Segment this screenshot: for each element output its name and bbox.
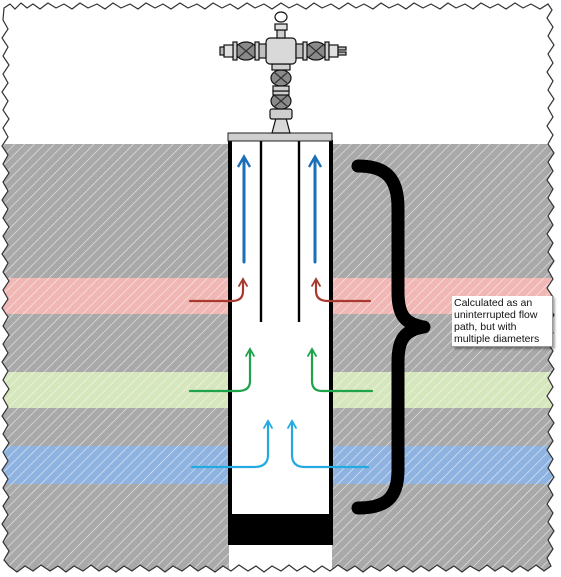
annotation-callout: Calculated as an uninterrupted flow path… [452,296,553,347]
green-zone-inflow-arrow-left [188,347,256,393]
blue-zone-inflow-arrow-left [190,419,274,469]
torn-frame-border [1,2,555,573]
casing-head-plate [227,132,333,142]
flow-arrows [188,154,374,469]
curly-brace-icon [351,159,431,515]
red-zone-inflow-arrow-right [310,277,372,303]
christmas-tree-wellhead-icon [219,11,347,134]
red-zone-inflow-arrow-left [188,277,249,303]
green-zone-inflow-arrow-right [306,347,374,393]
cement-plug [231,514,330,545]
blue-zone-inflow-arrow-right [286,419,370,469]
